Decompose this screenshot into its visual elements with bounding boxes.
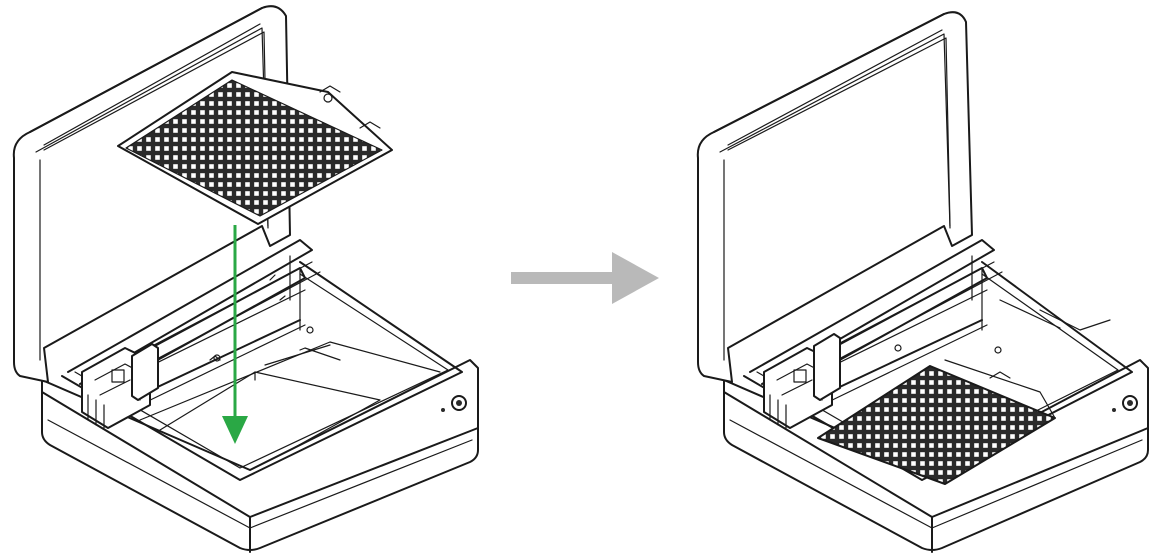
honeycomb-panel-installed [817,346,1056,485]
power-button-icon [1112,395,1138,412]
power-button-icon [441,395,467,412]
base-box [723,359,1149,553]
lid [696,11,973,383]
inner-tray [61,261,463,481]
honeycomb-panel-floating [117,71,393,225]
laser-head [763,333,841,429]
laser-head [81,343,159,429]
down-arrow-icon [222,225,248,444]
base-box [41,359,479,553]
machine-after [696,11,1149,553]
right-arrow-icon [511,252,659,304]
machine-before [12,5,479,553]
